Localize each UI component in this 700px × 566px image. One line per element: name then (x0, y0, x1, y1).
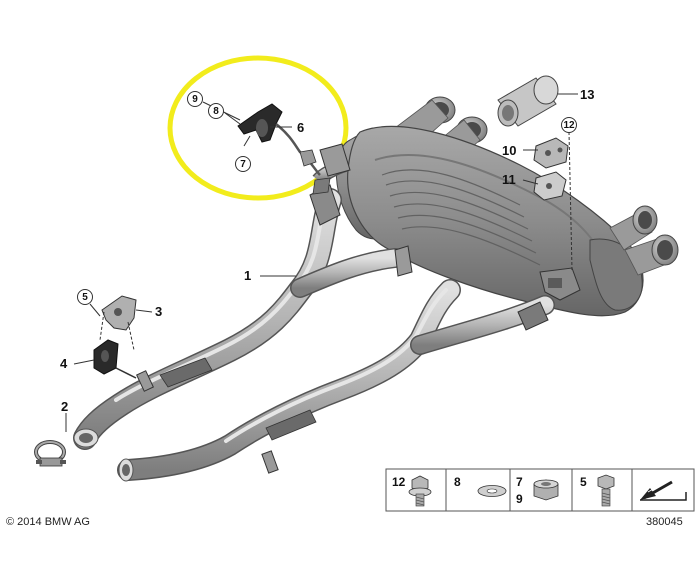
inlet-pipes (309, 143, 351, 226)
legend-label-5: 5 (580, 475, 587, 489)
callout-3: 3 (155, 304, 163, 319)
legend-label-12: 12 (392, 475, 406, 489)
callout-8-circled: 8 (208, 103, 224, 119)
callout-6: 6 (297, 120, 305, 135)
callout-9-circled: 9 (187, 91, 203, 107)
legend-label-8: 8 (454, 475, 461, 489)
part-11-bracket (533, 171, 567, 201)
callout-4: 4 (60, 356, 68, 371)
orientation-arrow-icon (640, 475, 687, 501)
part-3-bracket (99, 295, 137, 351)
callout-12-circled: 12 (561, 117, 577, 133)
legend-label-7: 7 (516, 475, 523, 489)
callout-5-circled: 5 (77, 289, 93, 305)
nut-icon (533, 479, 559, 501)
pipe-heat-shields (159, 357, 317, 441)
part-4-rubber-mount (93, 339, 137, 379)
part-2-clamp (34, 440, 66, 467)
exhaust-pipe-1 (73, 188, 555, 481)
hex-bolt-icon (597, 474, 615, 507)
callout-1: 1 (244, 268, 252, 283)
callout-11: 11 (502, 172, 516, 187)
part-13-tip-sleeve (497, 75, 559, 127)
tailpipe-tips-right (609, 205, 679, 276)
muffler-valve-bracket (539, 267, 581, 301)
callout-7-circled: 7 (235, 156, 251, 172)
flange-bolt-icon (408, 475, 432, 507)
legend-label-9: 9 (516, 492, 523, 506)
legend-box: 12 8 7 9 5 (385, 468, 695, 512)
part-6-bracket (237, 103, 321, 176)
rear-muffler (335, 96, 679, 317)
part-12-bolt-line (568, 131, 573, 271)
washer-icon (477, 485, 507, 497)
highlight-ellipse (167, 55, 349, 201)
diagram-number: 380045 (646, 516, 683, 528)
callout-10: 10 (502, 143, 517, 158)
flange-clamps (136, 245, 549, 474)
callout-13: 13 (580, 87, 595, 102)
copyright-text: © 2014 BMW AG (6, 516, 90, 528)
callout-2: 2 (61, 399, 69, 414)
part-10-bracket (533, 137, 569, 169)
